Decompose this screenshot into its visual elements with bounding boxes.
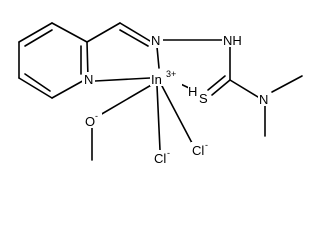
atom-label: N [151,33,160,48]
bond [229,79,259,98]
atom-sulfur-h: H [188,84,198,99]
atom-label: S [199,91,208,106]
coordination-bond [156,85,161,151]
double-bond [207,75,226,91]
bond [51,22,88,43]
bond [119,22,151,42]
charge-label: - [95,111,98,121]
atom-sulfur: S [198,91,210,106]
molecule-drawing: N N NH In 3+ S H N O - Cl - Cl - [18,22,303,166]
pyridine-ring [18,22,89,99]
atom-label: Cl [154,151,166,166]
structure-diagram: N N NH In 3+ S H N O - Cl - Cl - [18,22,303,166]
atom-label: N [84,72,93,87]
atom-label: Cl [192,143,204,158]
double-bond [24,29,53,47]
atom-label: In [151,72,162,87]
atom-label: NH [223,33,242,48]
coordination-bond [94,77,151,82]
atom-n-amine: N [258,92,271,107]
atom-label: O [85,114,95,129]
charge-label: 3+ [166,69,176,79]
bond [211,79,231,96]
atom-n-imine: N [150,33,163,48]
bond [18,22,53,43]
double-bond [119,29,149,47]
atom-chlorine-1: Cl - [153,148,173,166]
coordination-bond [99,83,154,116]
coordination-bond [156,46,160,69]
charge-label: - [167,148,170,158]
atom-n-pyridine: N [82,72,95,87]
bond [86,22,121,43]
bond [18,77,53,99]
atom-label: H [188,84,197,99]
atom-nh: NH [222,33,244,48]
charge-label: - [205,140,208,150]
atom-oxygen: O - [84,111,102,129]
bond [271,75,303,93]
atom-chlorine-2: Cl - [191,140,211,158]
atom-indium: In 3+ [150,69,182,87]
double-bond [24,73,51,92]
coordination-bond [161,85,193,144]
atom-label: N [259,92,268,107]
